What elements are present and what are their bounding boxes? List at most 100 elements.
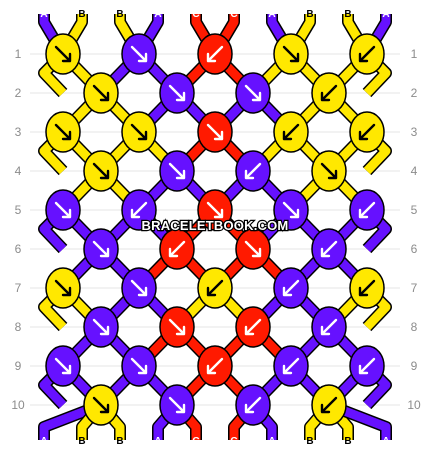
- row-label-left: 4: [15, 164, 22, 178]
- knot: [45, 267, 81, 309]
- arrow-icon: [92, 396, 110, 414]
- string-label: A: [382, 436, 389, 447]
- double-arrow-icon: [206, 279, 224, 297]
- double-arrow-icon: [320, 84, 338, 102]
- row-label-left: 2: [15, 86, 22, 100]
- string-label: B: [78, 9, 85, 20]
- bottom-string: [39, 400, 103, 440]
- knot: [311, 228, 347, 270]
- knot: [197, 111, 233, 153]
- arrow-icon: [244, 162, 262, 180]
- knot: [159, 72, 195, 114]
- pattern-knots: [45, 33, 385, 426]
- knot: [235, 150, 271, 192]
- knot: [273, 33, 309, 75]
- string-label: B: [78, 436, 85, 447]
- watermark-text: BRACELETBOOK.COM: [142, 218, 289, 233]
- row-label-right: 1: [411, 47, 418, 61]
- knot: [197, 33, 233, 75]
- arrow-icon: [54, 201, 72, 219]
- knot: [83, 228, 119, 270]
- knot: [197, 345, 233, 387]
- knot: [83, 72, 119, 114]
- knot: [83, 384, 119, 426]
- arrow-icon: [282, 201, 300, 219]
- string-label: B: [116, 436, 123, 447]
- knot: [197, 267, 233, 309]
- arrow-icon: [244, 240, 262, 258]
- knot: [235, 228, 271, 270]
- double-arrow-icon: [130, 123, 148, 141]
- arrow-icon: [130, 357, 148, 375]
- bottom-string: [327, 400, 391, 440]
- row-label-left: 8: [15, 320, 22, 334]
- knot: [349, 111, 385, 153]
- knot: [197, 189, 233, 231]
- knot: [349, 189, 385, 231]
- string-label: B: [344, 436, 351, 447]
- arrow-icon: [244, 396, 262, 414]
- string-label: B: [306, 9, 313, 20]
- double-arrow-icon: [206, 357, 224, 375]
- knot: [311, 384, 347, 426]
- arrow-icon: [168, 396, 186, 414]
- string-label: B: [306, 436, 313, 447]
- arrow-icon: [320, 240, 338, 258]
- knot: [121, 345, 157, 387]
- arrow-icon: [244, 84, 262, 102]
- knot: [349, 267, 385, 309]
- knot: [121, 33, 157, 75]
- knot: [45, 189, 81, 231]
- double-arrow-icon: [206, 45, 224, 63]
- knot: [273, 189, 309, 231]
- arrow-icon: [320, 318, 338, 336]
- knot: [45, 33, 81, 75]
- arrow-icon: [282, 357, 300, 375]
- knot: [235, 306, 271, 348]
- double-arrow-icon: [282, 45, 300, 63]
- knot: [311, 72, 347, 114]
- knot: [311, 306, 347, 348]
- row-label-left: 3: [15, 125, 22, 139]
- string-label: A: [40, 436, 47, 447]
- string-label: A: [382, 9, 389, 20]
- row-label-right: 3: [411, 125, 418, 139]
- double-arrow-icon: [92, 84, 110, 102]
- knot: [349, 345, 385, 387]
- knot: [121, 111, 157, 153]
- row-label-left: 6: [15, 242, 22, 256]
- arrow-icon: [92, 240, 110, 258]
- knot: [83, 306, 119, 348]
- row-label-right: 4: [411, 164, 418, 178]
- arrow-icon: [130, 279, 148, 297]
- double-arrow-icon: [54, 123, 72, 141]
- double-arrow-icon: [358, 123, 376, 141]
- double-arrow-icon: [54, 279, 72, 297]
- string-label: A: [40, 9, 47, 20]
- knot: [235, 384, 271, 426]
- knot: [311, 150, 347, 192]
- knot: [45, 345, 81, 387]
- row-label-right: 2: [411, 86, 418, 100]
- string-label: B: [344, 9, 351, 20]
- arrow-icon: [320, 162, 338, 180]
- arrow-icon: [168, 84, 186, 102]
- string-label: C: [230, 9, 237, 20]
- row-label-right: 9: [411, 359, 418, 373]
- arrow-icon: [358, 201, 376, 219]
- knot: [159, 306, 195, 348]
- string-label: A: [268, 436, 275, 447]
- arrow-icon: [54, 357, 72, 375]
- arrow-icon: [130, 201, 148, 219]
- double-arrow-icon: [92, 162, 110, 180]
- double-arrow-icon: [358, 45, 376, 63]
- row-label-left: 1: [15, 47, 22, 61]
- string-label: A: [268, 9, 275, 20]
- arrow-icon: [92, 318, 110, 336]
- row-label-left: 5: [15, 203, 22, 217]
- row-label-right: 7: [411, 281, 418, 295]
- arrow-icon: [320, 396, 338, 414]
- double-arrow-icon: [358, 279, 376, 297]
